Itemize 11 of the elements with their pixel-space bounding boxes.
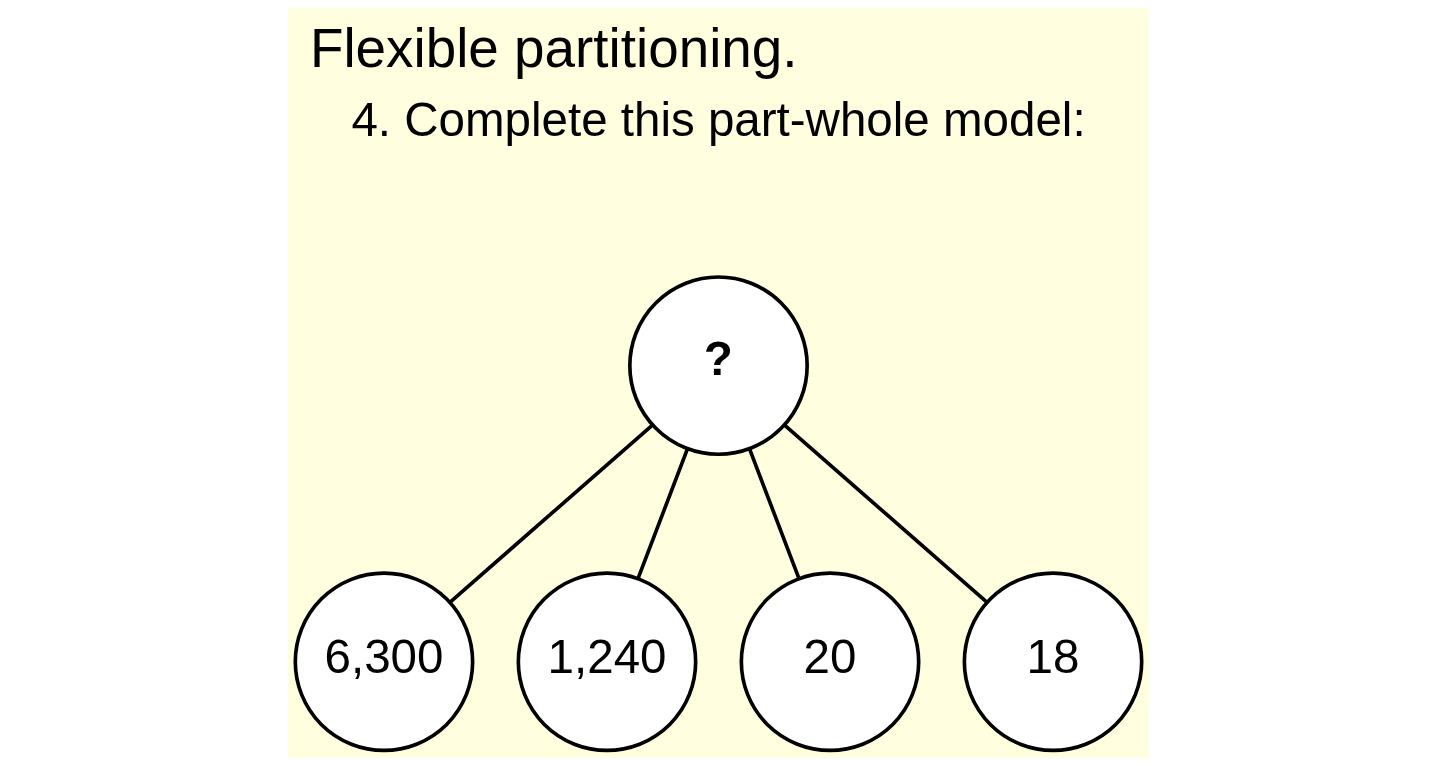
connector <box>783 423 989 604</box>
connector <box>636 448 690 580</box>
node-circle: 6,300 <box>293 571 475 753</box>
node-circle: ? <box>628 275 809 457</box>
connector <box>448 423 654 604</box>
diagram-title: Flexible partitioning. <box>309 16 798 79</box>
connector <box>747 448 801 580</box>
label: 4. Complete this part-whole model: <box>351 92 1086 146</box>
node-circle: 1,240 <box>516 571 698 753</box>
node-circle: 20 <box>739 571 921 753</box>
node-circle: 18 <box>962 571 1144 753</box>
